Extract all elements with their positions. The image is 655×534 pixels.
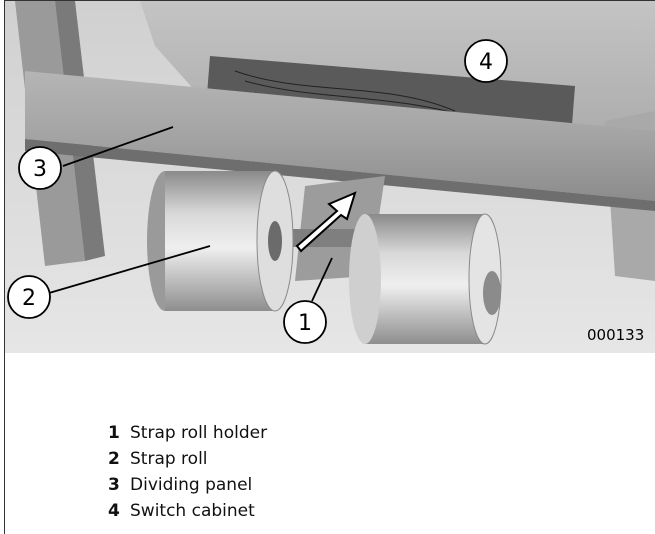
legend-label: Dividing panel xyxy=(130,475,253,495)
leader-line-1 xyxy=(311,257,333,302)
callout-3: 3 xyxy=(18,146,62,190)
legend-item: 1 Strap roll holder xyxy=(108,420,267,446)
legend-label: Strap roll xyxy=(130,449,208,469)
legend-number: 4 xyxy=(108,501,120,521)
legend-number: 3 xyxy=(108,475,120,495)
legend-number: 1 xyxy=(108,423,120,443)
machine-photo: 4 3 2 1 xyxy=(5,1,655,353)
figure-reference-code: 000133 xyxy=(587,326,645,344)
callout-1-number: 1 xyxy=(298,311,312,336)
dividing-panel xyxy=(25,71,655,201)
legend-item: 3 Dividing panel xyxy=(108,472,267,498)
callout-2-number: 2 xyxy=(22,286,36,311)
callout-4: 4 xyxy=(464,39,508,83)
strap-roll-right xyxy=(365,214,485,344)
leader-line-3 xyxy=(62,126,174,167)
strap-roll-left-hub xyxy=(268,221,282,261)
dividing-panel-edge xyxy=(25,139,655,211)
callout-4-number: 4 xyxy=(479,50,493,75)
legend-number: 2 xyxy=(108,449,120,469)
legend-label: Switch cabinet xyxy=(130,501,255,521)
strap-roll-right-back xyxy=(349,214,381,344)
callout-2: 2 xyxy=(7,275,51,319)
callout-3-number: 3 xyxy=(33,157,47,182)
top-margin-rule xyxy=(4,0,655,1)
legend-item: 2 Strap roll xyxy=(108,446,267,472)
strap-roll-right-hub xyxy=(483,271,501,315)
callout-1: 1 xyxy=(283,300,327,344)
legend-label: Strap roll holder xyxy=(130,423,268,443)
left-margin-rule xyxy=(4,0,5,534)
figure-legend: 1 Strap roll holder 2 Strap roll 3 Divid… xyxy=(108,420,267,524)
leader-line-2 xyxy=(48,245,211,294)
insert-direction-arrow xyxy=(295,191,357,253)
legend-item: 4 Switch cabinet xyxy=(108,498,267,524)
